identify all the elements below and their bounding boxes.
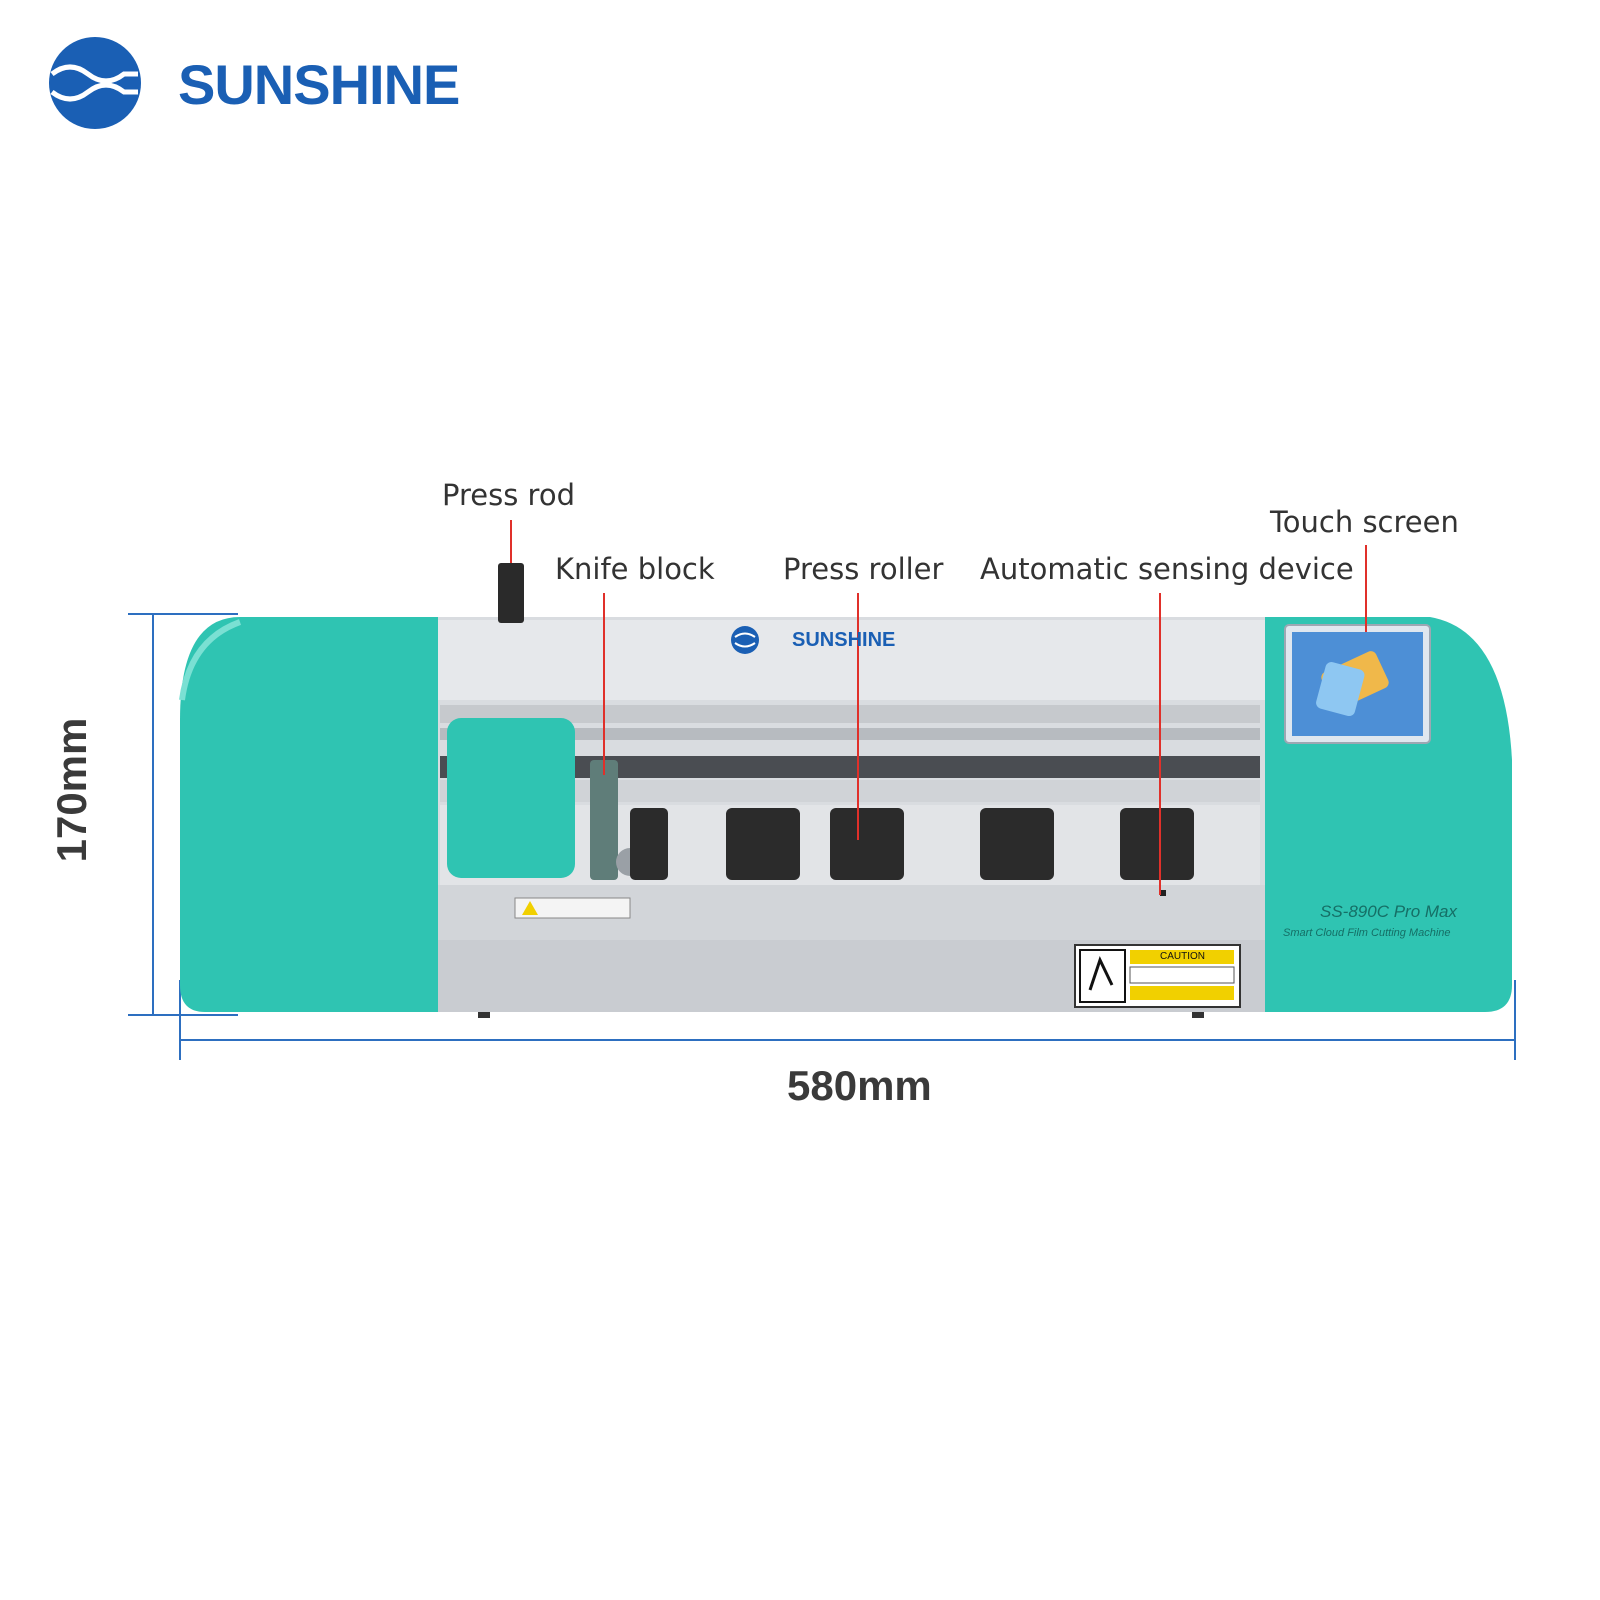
dimension-height: 170mm [48,717,95,863]
caution-label-text: CAUTION [1160,951,1205,962]
warning-label [1074,944,1241,1008]
touch-screen-part [1284,624,1431,744]
model-subtitle: Smart Cloud Film Cutting Machine [1283,927,1451,939]
callout-leaders [510,520,1367,895]
callout-knife-block: Knife block [555,552,715,586]
callout-press-roller: Press roller [783,552,944,586]
callout-touch-screen: Touch screen [1270,505,1459,539]
panel-brand: SUNSHINE [792,629,896,651]
brand-name: SUNSHINE [178,53,460,116]
press-rod-part [498,563,524,623]
callout-automatic-sensing-device: Automatic sensing device [980,552,1354,586]
machine-illustration [179,563,1512,1018]
left-housing [180,617,438,1012]
model-name: SS-890C Pro Max [1320,902,1457,921]
sunshine-wave-logo-icon [49,37,141,129]
press-roller-parts [630,808,1194,880]
height-dimension-line [128,613,238,1016]
knife-block-carriage [447,718,575,878]
dimension-width: 580mm [787,1062,932,1109]
callout-press-rod: Press rod [442,478,575,512]
width-dimension-line [179,980,1516,1060]
